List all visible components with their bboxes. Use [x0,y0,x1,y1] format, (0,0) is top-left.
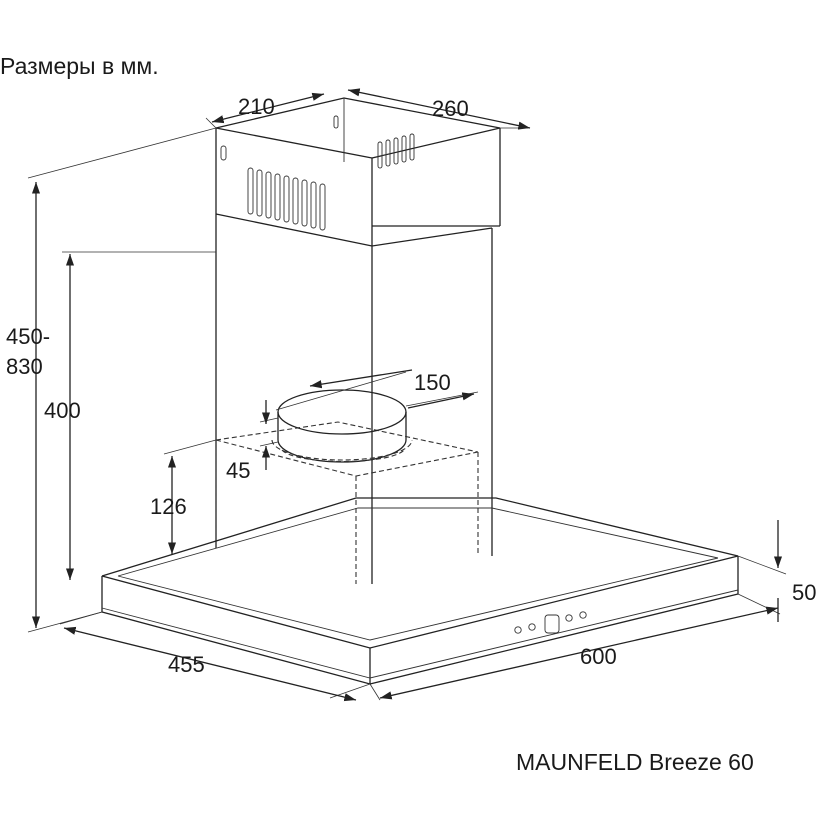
dim-label-inner-height: 400 [44,398,81,423]
vent-grille-icon [377,133,415,169]
motor-housing [215,421,479,584]
mounting-slot-icon [220,145,227,161]
control-button-icon [514,626,522,634]
dim-label-total-height-line2: 830 [6,354,43,379]
dim-label-duct-width: 260 [432,96,469,121]
dim-line-duct-width [347,88,531,130]
model-name: MAUNFELD Breeze 60 [516,749,754,775]
chimney-duct [215,97,501,584]
control-button-icon [565,614,573,622]
mounting-slot-icon [333,115,339,129]
dimension-lines [27,88,787,702]
control-button-icon [579,611,587,619]
dim-line-outlet-diameter [407,392,475,409]
dim-line-duct-depth [211,92,325,124]
air-outlet-flange [271,389,413,463]
dim-label-hood-width: 600 [580,644,617,669]
dim-label-canopy-thickness: 50 [792,580,816,605]
dim-label-motor-height: 126 [150,494,187,519]
dim-line-hood-width [379,606,779,700]
control-panel [514,611,587,634]
vent-grille-icon [247,167,326,231]
dim-label-total-height-line1: 450- [6,324,50,349]
display-icon [544,614,560,634]
control-button-icon [528,623,536,631]
units-caption: Размеры в мм. [0,53,159,79]
dim-label-duct-depth: 210 [238,94,275,119]
dim-line-hood-depth [63,626,357,702]
dim-label-outlet-height: 45 [226,458,250,483]
dim-label-outlet-diameter: 150 [414,370,451,395]
dim-label-hood-depth: 455 [168,652,205,677]
